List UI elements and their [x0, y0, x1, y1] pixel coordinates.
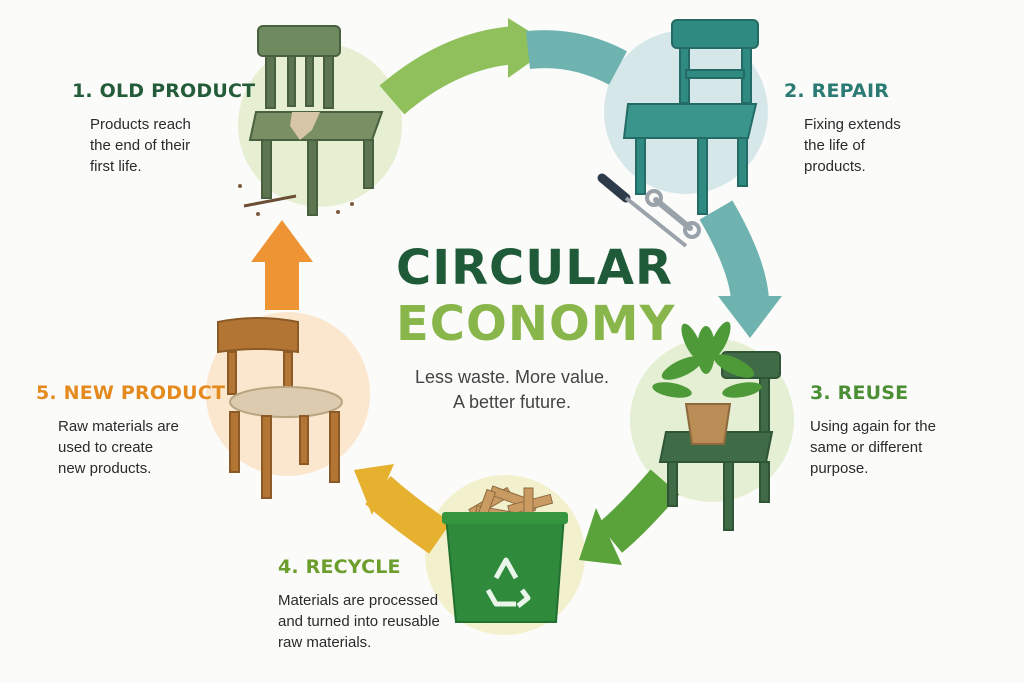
- step-text-line: used to create: [58, 439, 154, 456]
- repaired-chair-icon: [622, 19, 759, 215]
- step-text-line: products.: [804, 158, 866, 175]
- tagline-line-2: A better future.: [452, 392, 572, 412]
- step-heading: 3. REUSE: [810, 382, 909, 404]
- step-text-line: same or different: [810, 439, 923, 456]
- arrow-recycle-to-new-head: [354, 464, 394, 515]
- arrow-reuse-to-recycle-head: [579, 508, 622, 565]
- new-wooden-chair-icon: [217, 317, 343, 499]
- step-text-line: Fixing extends: [804, 116, 901, 133]
- step-text-line: first life.: [90, 158, 142, 175]
- broken-chair-icon: [238, 25, 384, 216]
- recycle-bin-icon: [442, 485, 568, 623]
- step-text-line: Raw materials are: [58, 418, 179, 435]
- step-heading: 1. OLD PRODUCT: [72, 80, 256, 102]
- tagline: Less waste. More value. A better future.: [376, 365, 648, 415]
- step-text-line: the life of: [804, 137, 865, 154]
- step-heading: 2. REPAIR: [784, 80, 890, 102]
- arrow-reuse-to-recycle: [597, 469, 680, 553]
- title-line-1: CIRCULAR: [396, 240, 673, 296]
- step-heading: 5. NEW PRODUCT: [36, 382, 226, 404]
- title-line-2: ECONOMY: [396, 296, 676, 352]
- step-new-product: 5. NEW PRODUCT Raw materials are used to…: [36, 382, 225, 479]
- step-old-product: 1. OLD PRODUCT Products reach the end of…: [72, 80, 255, 177]
- arrow-recycle-to-new: [365, 475, 451, 554]
- step-text-line: raw materials.: [278, 634, 372, 651]
- screwdriver-wrench-icon: [597, 173, 701, 248]
- step-reuse: 3. REUSE Using again for the same or dif…: [810, 382, 936, 479]
- step-text-line: and turned into reusable: [278, 613, 440, 630]
- arrow-new-to-old-head: [251, 220, 313, 262]
- step-text-line: Products reach: [90, 116, 191, 133]
- arrow-old-to-repair: [379, 26, 517, 115]
- step-text-line: Using again for the: [810, 418, 936, 435]
- arrow-repair-to-reuse-head: [718, 296, 782, 338]
- step-text-line: new products.: [58, 460, 152, 477]
- step-repair: 2. REPAIR Fixing extends the life of pro…: [784, 80, 901, 177]
- step-text-line: purpose.: [810, 460, 869, 477]
- step-recycle: 4. RECYCLE Materials are processed and t…: [278, 556, 440, 653]
- step-text-line: the end of their: [90, 137, 191, 154]
- arrow-repair-to-reuse: [525, 30, 769, 302]
- tagline-line-1: Less waste. More value.: [414, 367, 610, 387]
- step-heading: 4. RECYCLE: [278, 556, 401, 578]
- step-text-line: Materials are processed: [278, 592, 439, 609]
- chair-with-plant-icon: [652, 321, 781, 531]
